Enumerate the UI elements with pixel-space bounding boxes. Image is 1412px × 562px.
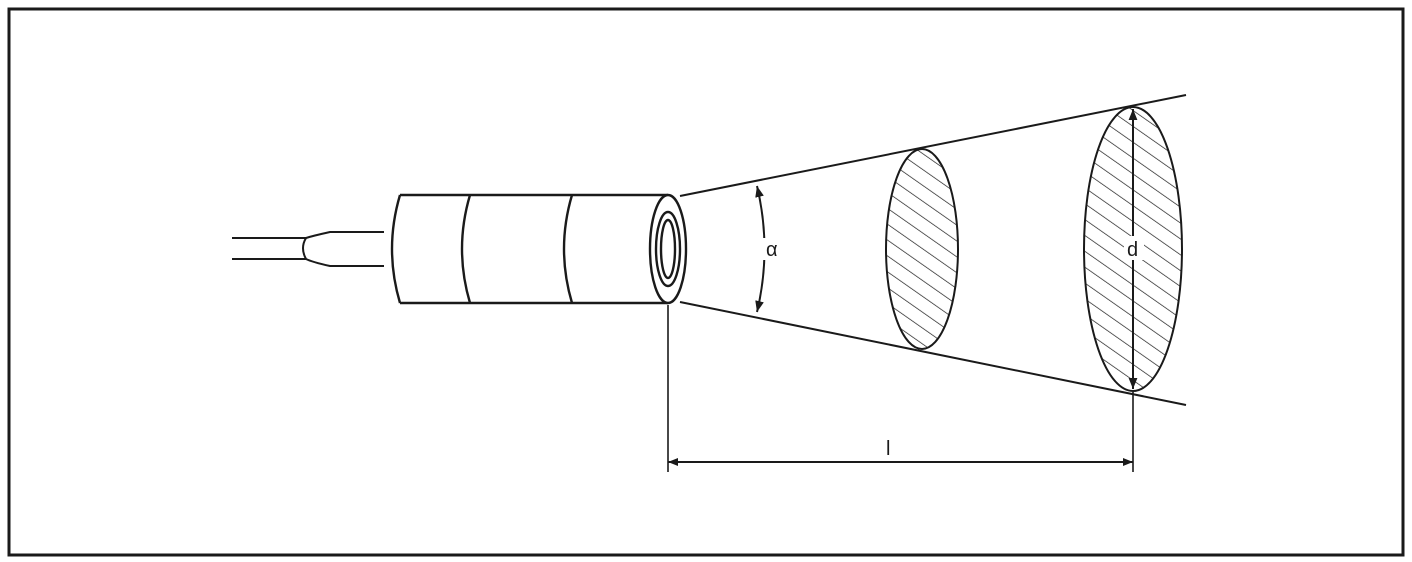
diameter-label: d [1127, 239, 1138, 261]
angle-label: α [766, 239, 778, 261]
measurement-spot-near [885, 148, 959, 350]
diameter-label-bg [1124, 236, 1144, 260]
diagram-frame [7, 7, 1405, 557]
measurement-cone [679, 94, 1187, 406]
sensor-cable [232, 231, 384, 267]
sensor-body [390, 193, 688, 305]
length-label: l [886, 438, 890, 460]
length-extension-lines [667, 305, 1134, 472]
angle-label-bg [763, 238, 783, 260]
